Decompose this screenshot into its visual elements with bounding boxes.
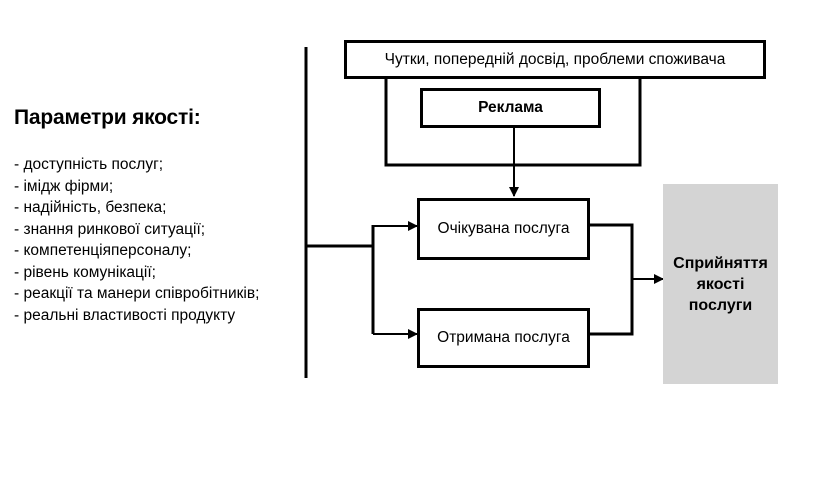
param-item: - рівень комунікації; [14, 263, 156, 281]
param-item: - імідж фірми; [14, 177, 114, 195]
advertising-box: Реклама [420, 88, 601, 128]
rumors-box: Чутки, попередній досвід, проблеми спожи… [344, 40, 766, 79]
perception-box: Сприйняття якості послуги [663, 184, 778, 384]
param-item: - компетенціяперсоналу; [14, 242, 192, 259]
param-item: - надійність, безпека; [14, 199, 167, 216]
param-item: - доступність послуг; [14, 156, 164, 173]
param-item: - знання ринкової ситуації; [14, 220, 206, 238]
received-service-label: Отримана послуга [437, 329, 570, 346]
params-list: - доступність послуг; - імідж фірми; - н… [14, 154, 259, 326]
perception-label: Сприйняття якості послуги [673, 254, 768, 314]
received-service-box: Отримана послуга [417, 308, 590, 368]
param-item: - реакції та манери співробітників; [14, 285, 260, 302]
rumors-label: Чутки, попередній досвід, проблеми спожи… [384, 50, 726, 68]
expected-service-box: Очікувана послуга [417, 198, 590, 260]
params-title: Параметри якості: [14, 106, 201, 129]
expected-service-label: Очікувана послуга [437, 220, 570, 237]
expected-merge [588, 223, 634, 336]
param-item: - реальні властивості продукту [14, 306, 236, 324]
advertising-label: Реклама [478, 99, 543, 116]
